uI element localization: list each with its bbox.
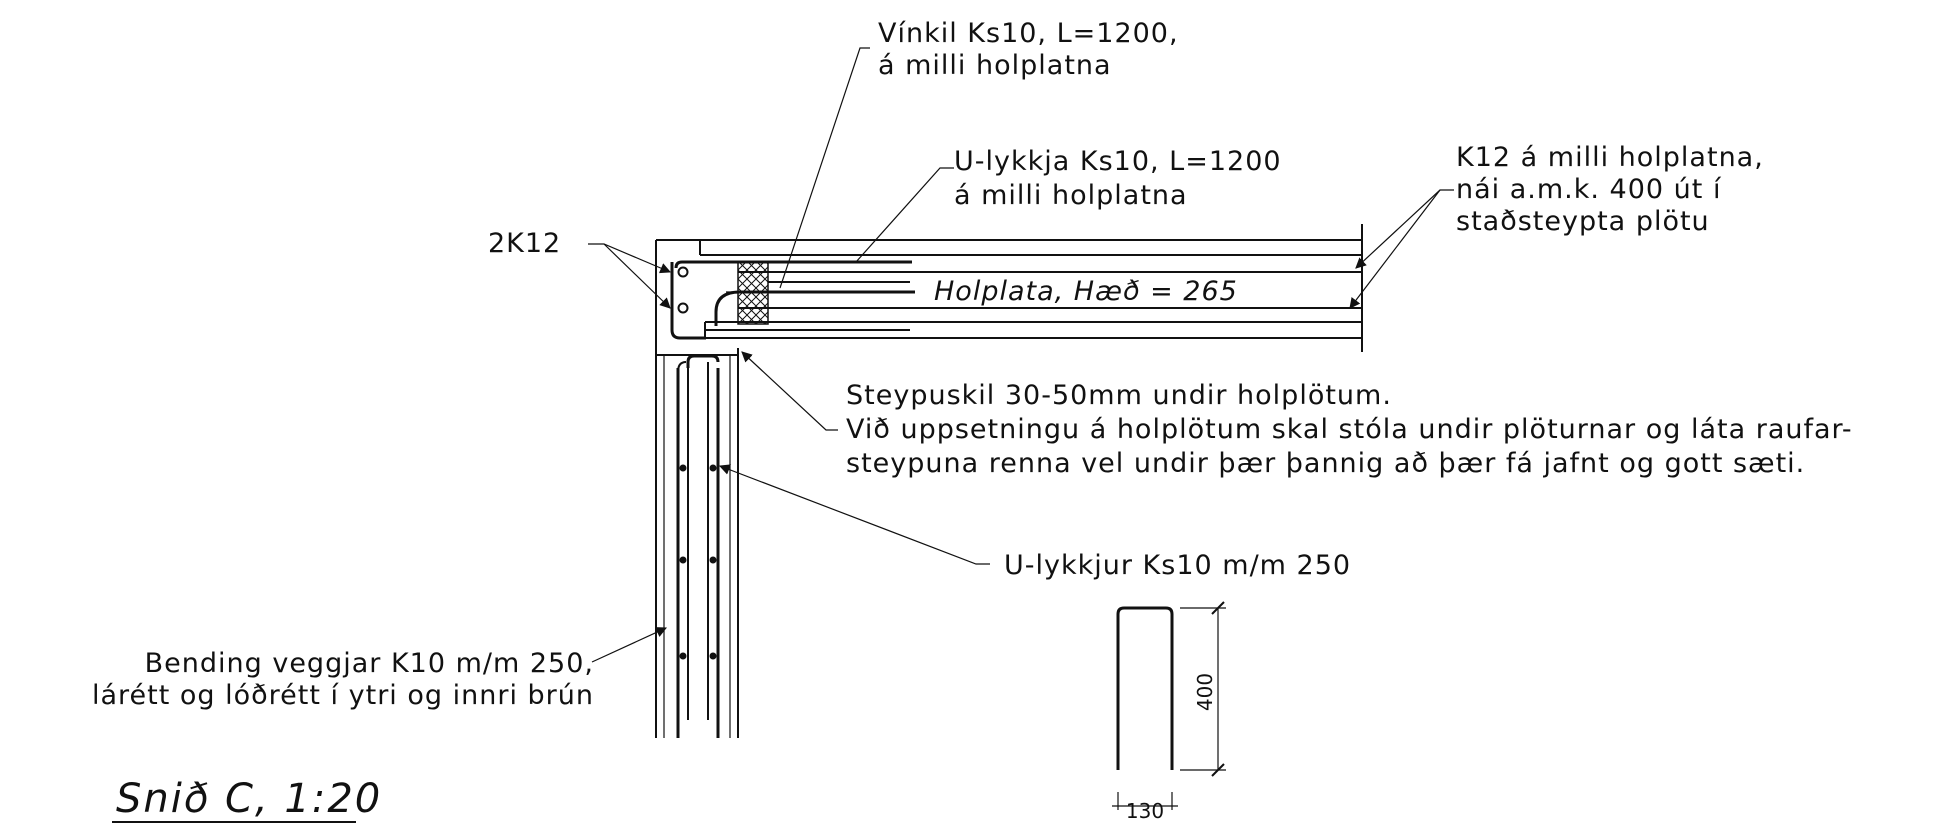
section-title: Snið C, 1:20 [116,776,382,822]
k12-label-line2: nái a.m.k. 400 út í [1456,174,1722,205]
steypuskil-label-line2: Við uppsetningu á holplötum skal stóla u… [846,414,1853,445]
steypuskil-label-line1: Steypuskil 30-50mm undir holplötum. [846,380,1392,411]
vinkil-label-line2: á milli holplatna [878,50,1112,81]
k12-pair-label: 2K12 [488,228,561,259]
ulykkja-label-line1: U-lykkja Ks10, L=1200 [954,146,1282,177]
k12-label-line1: K12 á milli holplatna, [1456,142,1764,173]
bending-label-line1: Bending veggjar K10 m/m 250, [145,648,594,679]
u-loop-detail [1112,601,1226,810]
corner-rebar [670,260,915,340]
dim-width-label: 130 [1126,799,1164,823]
holplata-label: Holplata, Hæð = 265 [934,276,1238,307]
k12-label-line3: staðsteypta plötu [1456,206,1710,237]
dim-height-label: 400 [1193,673,1217,711]
ulykkja-label-line2: á milli holplatna [954,180,1188,211]
steypuskil-label-line3: steypuna renna vel undir þær þannig að þ… [846,448,1805,479]
slab [699,224,1363,352]
bending-label-line2: lárétt og lóðrétt í ytri og innri brún [92,680,594,711]
wall [655,239,739,738]
ulykkjur-label: U-lykkjur Ks10 m/m 250 [1004,550,1351,581]
leader-lines [588,47,1454,663]
wall-rebar [676,354,720,738]
vinkil-label-line1: Vínkil Ks10, L=1200, [878,18,1179,49]
